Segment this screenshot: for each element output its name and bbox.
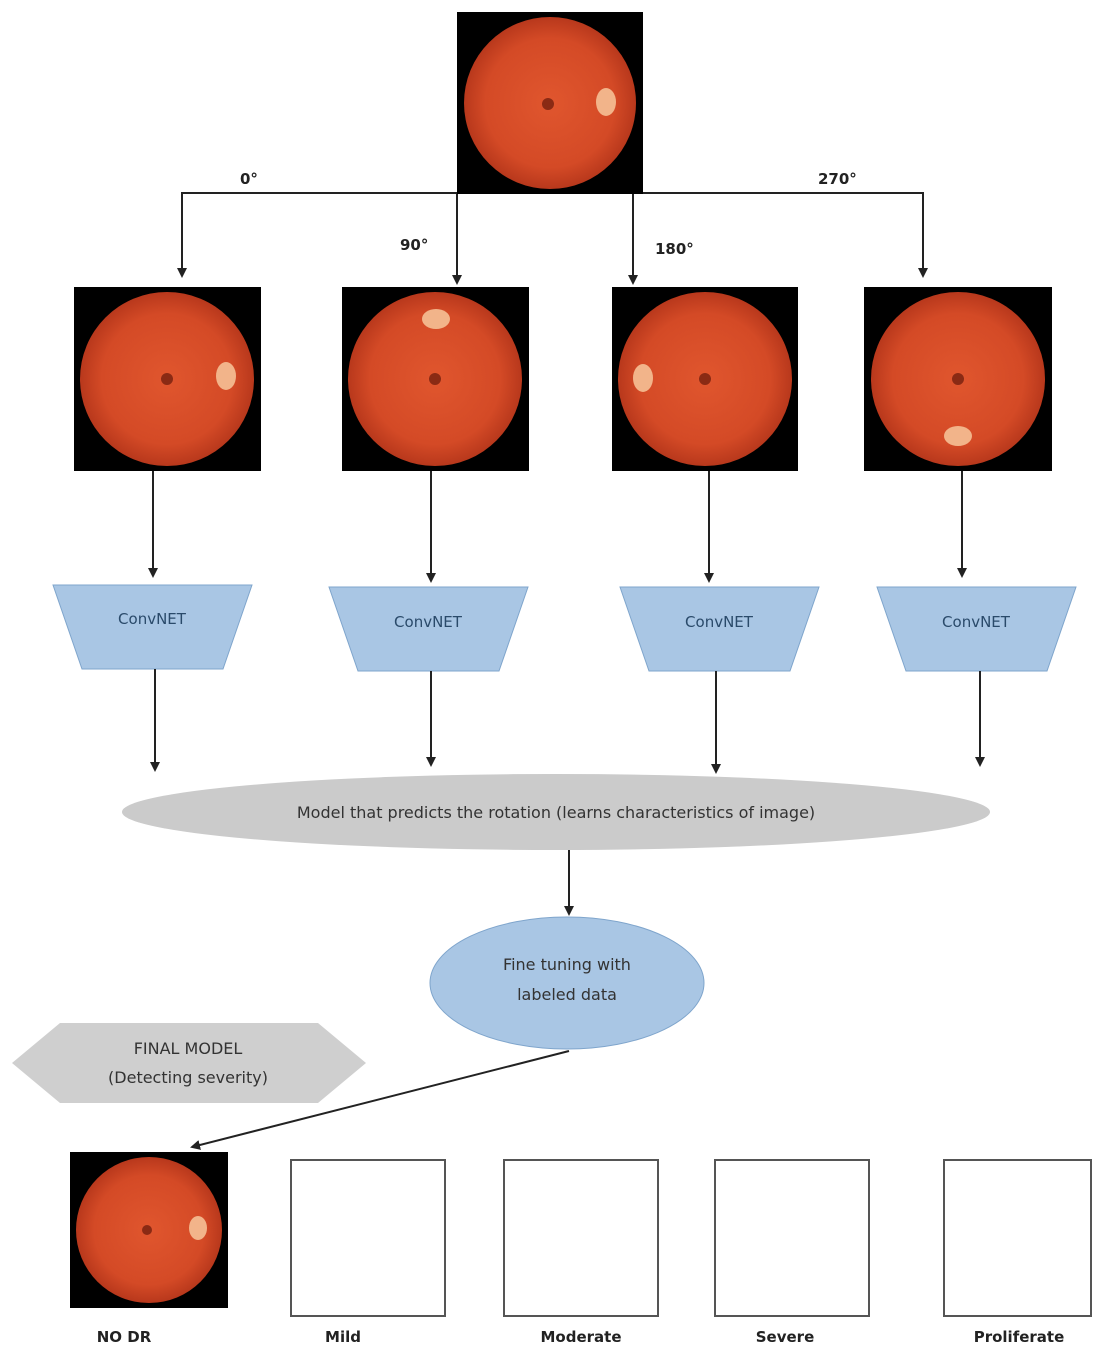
final-model-line1: FINAL MODEL — [134, 1039, 243, 1058]
convnet-label: ConvNET — [394, 613, 463, 631]
final-model-line2: (Detecting severity) — [108, 1068, 268, 1087]
rotated-image-0 — [74, 287, 261, 471]
rotation-label-180: 180° — [655, 240, 694, 258]
convnet-block-0: ConvNET — [52, 584, 253, 670]
convnet-block-2: ConvNET — [619, 586, 820, 672]
rotation-label-0: 0° — [240, 170, 258, 188]
rotated-image-90 — [342, 287, 529, 471]
final-model-hexagon: FINAL MODEL (Detecting severity) — [12, 1023, 366, 1103]
convnet-label: ConvNET — [942, 613, 1011, 631]
convnet-to-model-arrows — [150, 669, 985, 774]
severity-box-moderate — [503, 1159, 659, 1317]
rotation-model-ellipse: Model that predicts the rotation (learns… — [122, 774, 990, 850]
severity-box-severe — [714, 1159, 870, 1317]
convnet-label: ConvNET — [685, 613, 754, 631]
severity-box-no-dr — [70, 1152, 228, 1308]
severity-box-mild — [290, 1159, 446, 1317]
rotation-label-270: 270° — [818, 170, 857, 188]
finetune-to-result-arrow — [190, 1050, 570, 1150]
rotated-image-180 — [612, 287, 798, 471]
rotated-image-270 — [864, 287, 1052, 471]
input-fundus-image — [457, 12, 643, 194]
image-to-convnet-arrows — [148, 471, 967, 583]
severity-label-severe: Severe — [755, 1328, 815, 1346]
severity-label-no-dr: NO DR — [96, 1328, 152, 1346]
branch-connectors — [177, 192, 928, 285]
convnet-block-1: ConvNET — [328, 586, 529, 672]
rotation-model-label: Model that predicts the rotation (learns… — [297, 803, 815, 822]
convnet-block-3: ConvNET — [876, 586, 1077, 672]
convnet-label: ConvNET — [118, 610, 187, 628]
severity-box-proliferate — [943, 1159, 1092, 1317]
fine-tuning-line1: Fine tuning with — [503, 955, 631, 974]
severity-label-mild: Mild — [325, 1328, 361, 1346]
severity-label-moderate: Moderate — [540, 1328, 622, 1346]
severity-label-proliferate: Proliferate — [973, 1328, 1065, 1346]
rotation-label-90: 90° — [400, 236, 429, 254]
fine-tuning-ellipse: Fine tuning with labeled data — [429, 916, 705, 1050]
fine-tuning-line2: labeled data — [517, 985, 617, 1004]
